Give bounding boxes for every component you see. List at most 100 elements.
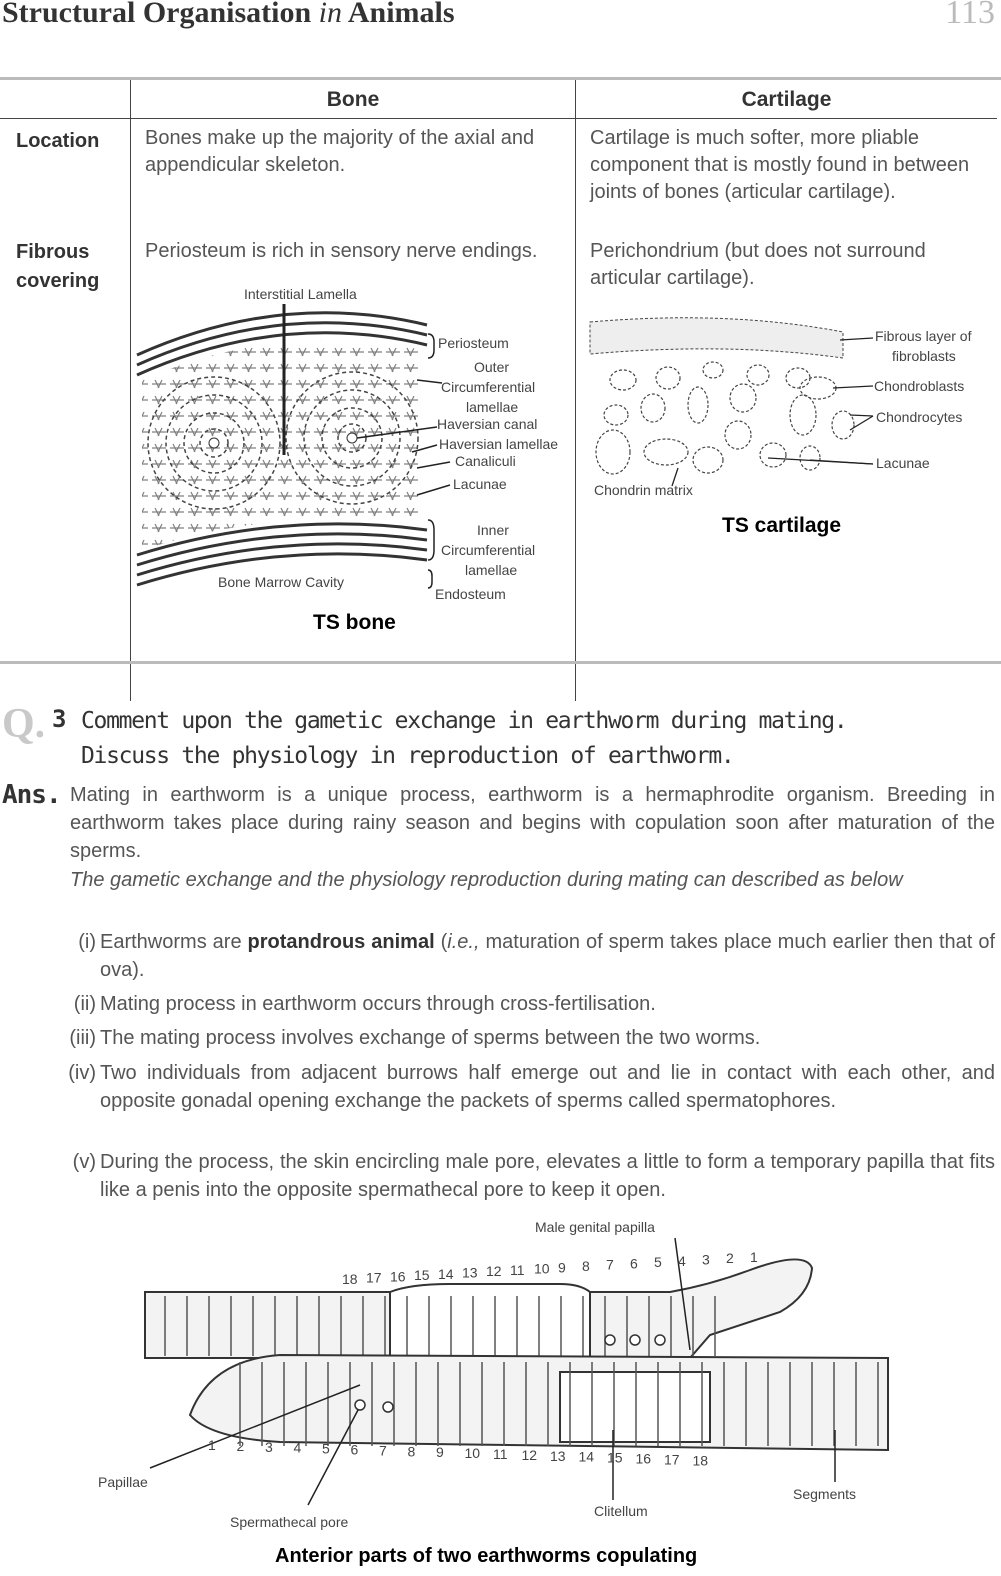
label-male-genital-papilla: Male genital papilla: [535, 1219, 655, 1235]
segment-number: 14: [579, 1449, 595, 1465]
answer-lead: The gametic exchange and the physiology …: [70, 869, 903, 891]
segment-number: 1: [208, 1437, 216, 1453]
ts-cartilage-diagram: Fibrous layer of fibroblasts Chondroblas…: [589, 317, 972, 537]
cell-text: Periosteum is rich in sensory nerve endi…: [145, 240, 538, 262]
label-bone-marrow-cavity: Bone Marrow Cavity: [218, 574, 344, 590]
segment-number: 17: [366, 1270, 382, 1286]
answer-intro: Mating in earthworm is a unique process,…: [70, 784, 995, 862]
header-rule: [0, 77, 1001, 80]
segment-number: 12: [522, 1447, 538, 1463]
segment-number: 9: [436, 1444, 444, 1460]
top-worm: [144, 1258, 814, 1359]
segment-number: 3: [702, 1252, 710, 1268]
label-outer-1: Outer: [474, 359, 509, 375]
label-interstitial-lamella: Interstitial Lamella: [244, 286, 357, 302]
label-endosteum: Endosteum: [435, 586, 506, 602]
label-haversian-canal: Haversian canal: [437, 416, 537, 432]
segment-number: 16: [636, 1451, 652, 1467]
question-mark: Q.: [2, 701, 46, 747]
segment-number: 11: [510, 1262, 525, 1278]
label-spermathecal-pore: Spermathecal pore: [230, 1514, 349, 1530]
segment-number: 7: [379, 1442, 387, 1458]
list-number: (i): [78, 931, 96, 953]
cell-text: Bones make up the majority of the axial …: [145, 126, 535, 176]
segment-number: 4: [678, 1253, 686, 1269]
label-lacunae: Lacunae: [453, 476, 507, 492]
label-outer-2: Circumferential: [441, 379, 535, 395]
cell-text: Perichondrium (but does not surround art…: [590, 240, 926, 289]
segment-number: 18: [342, 1271, 358, 1287]
label-segments: Segments: [793, 1486, 856, 1502]
segment-number: 17: [664, 1451, 680, 1467]
segment-number: 11: [493, 1446, 508, 1462]
row-label-location: Location: [16, 129, 100, 152]
segment-number: 8: [582, 1258, 590, 1274]
ts-bone-diagram: Interstitial Lamella Periosteum Outer Ci…: [136, 286, 558, 634]
label-haversian-lamellae: Haversian lamellae: [439, 436, 558, 452]
label-clitellum: Clitellum: [594, 1503, 648, 1519]
label-papillae: Papillae: [98, 1474, 148, 1490]
row-label-text: Fibrous covering: [16, 241, 100, 292]
answer-label: Ans.: [2, 780, 62, 810]
page-number: 113: [945, 0, 995, 31]
list-text-part: maturation of sperm takes place much ear…: [100, 931, 995, 981]
caption-ts-cartilage: TS cartilage: [722, 514, 841, 537]
list-number: (iii): [69, 1027, 96, 1049]
segment-number: 2: [237, 1438, 245, 1454]
label-fibrous-layer-2: fibroblasts: [892, 348, 956, 364]
label-chondroblasts: Chondroblasts: [874, 378, 964, 394]
cell-cartilage-location: Cartilage is much softer, more pliable c…: [575, 118, 997, 238]
label-periosteum: Periosteum: [438, 335, 509, 351]
running-head-part: Structural Organisation: [2, 0, 319, 29]
label-outer-3: lamellae: [466, 399, 518, 415]
label-chondrocytes: Chondrocytes: [876, 409, 962, 425]
segment-number: 10: [465, 1445, 481, 1461]
list-text-part: (: [434, 931, 448, 953]
segment-number: 12: [486, 1263, 502, 1279]
list-number: (v): [72, 1151, 96, 1173]
segment-number: 1: [750, 1249, 758, 1265]
label-cartilage-lacunae: Lacunae: [876, 455, 930, 471]
segment-number: 16: [390, 1268, 406, 1284]
list-text-bold: protandrous animal: [247, 931, 435, 953]
question-text: Comment upon the gametic exchange in ear…: [81, 704, 981, 774]
label-inner-1: Inner: [477, 522, 509, 538]
question-line-2: Discuss the physiology in reproduction o…: [81, 743, 735, 769]
table-bottom-rule: [0, 661, 1001, 664]
segment-number: 15: [414, 1267, 430, 1283]
comparison-table: Bone Cartilage Location Bones make up th…: [0, 80, 997, 701]
cell-bone-location: Bones make up the majority of the axial …: [130, 118, 576, 238]
list-text: Two individuals from adjacent burrows ha…: [100, 1062, 995, 1112]
caption-earthworm-copulation: Anterior parts of two earthworms copulat…: [275, 1545, 697, 1567]
segment-number: 4: [294, 1440, 302, 1456]
running-head: Structural Organisation in Animals: [2, 0, 455, 30]
label-inner-3: lamellae: [465, 562, 517, 578]
list-text: Mating process in earthworm occurs throu…: [100, 993, 656, 1015]
segment-number: 10: [534, 1261, 550, 1277]
segment-number: 2: [726, 1250, 734, 1266]
question-number: 3: [52, 705, 67, 733]
list-text: Earthworms are protandrous animal (i.e.,…: [100, 928, 995, 984]
label-inner-2: Circumferential: [441, 542, 535, 558]
segment-number: 14: [438, 1266, 454, 1282]
list-number: (iv): [68, 1062, 96, 1084]
segment-number: 6: [351, 1442, 359, 1458]
segment-number: 15: [607, 1450, 623, 1466]
list-number: (ii): [73, 993, 96, 1015]
list-text-part: Earthworms are: [100, 931, 248, 953]
segment-number: 8: [408, 1443, 416, 1459]
label-fibrous-layer-1: Fibrous layer of: [875, 328, 972, 344]
segment-number: 7: [606, 1257, 614, 1273]
column-header-cartilage: Cartilage: [575, 80, 997, 119]
segment-number: 6: [630, 1255, 638, 1271]
segment-number: 5: [654, 1254, 662, 1270]
segment-number: 13: [462, 1265, 478, 1281]
corner-cell: [0, 80, 131, 119]
segment-number: 5: [322, 1441, 330, 1457]
segment-number: 13: [550, 1448, 566, 1464]
question-line-1: Comment upon the gametic exchange in ear…: [81, 708, 848, 734]
row-label-fibrous: Fibrous covering: [0, 238, 131, 701]
cell-cartilage-fibrous: Perichondrium (but does not surround art…: [575, 238, 997, 701]
